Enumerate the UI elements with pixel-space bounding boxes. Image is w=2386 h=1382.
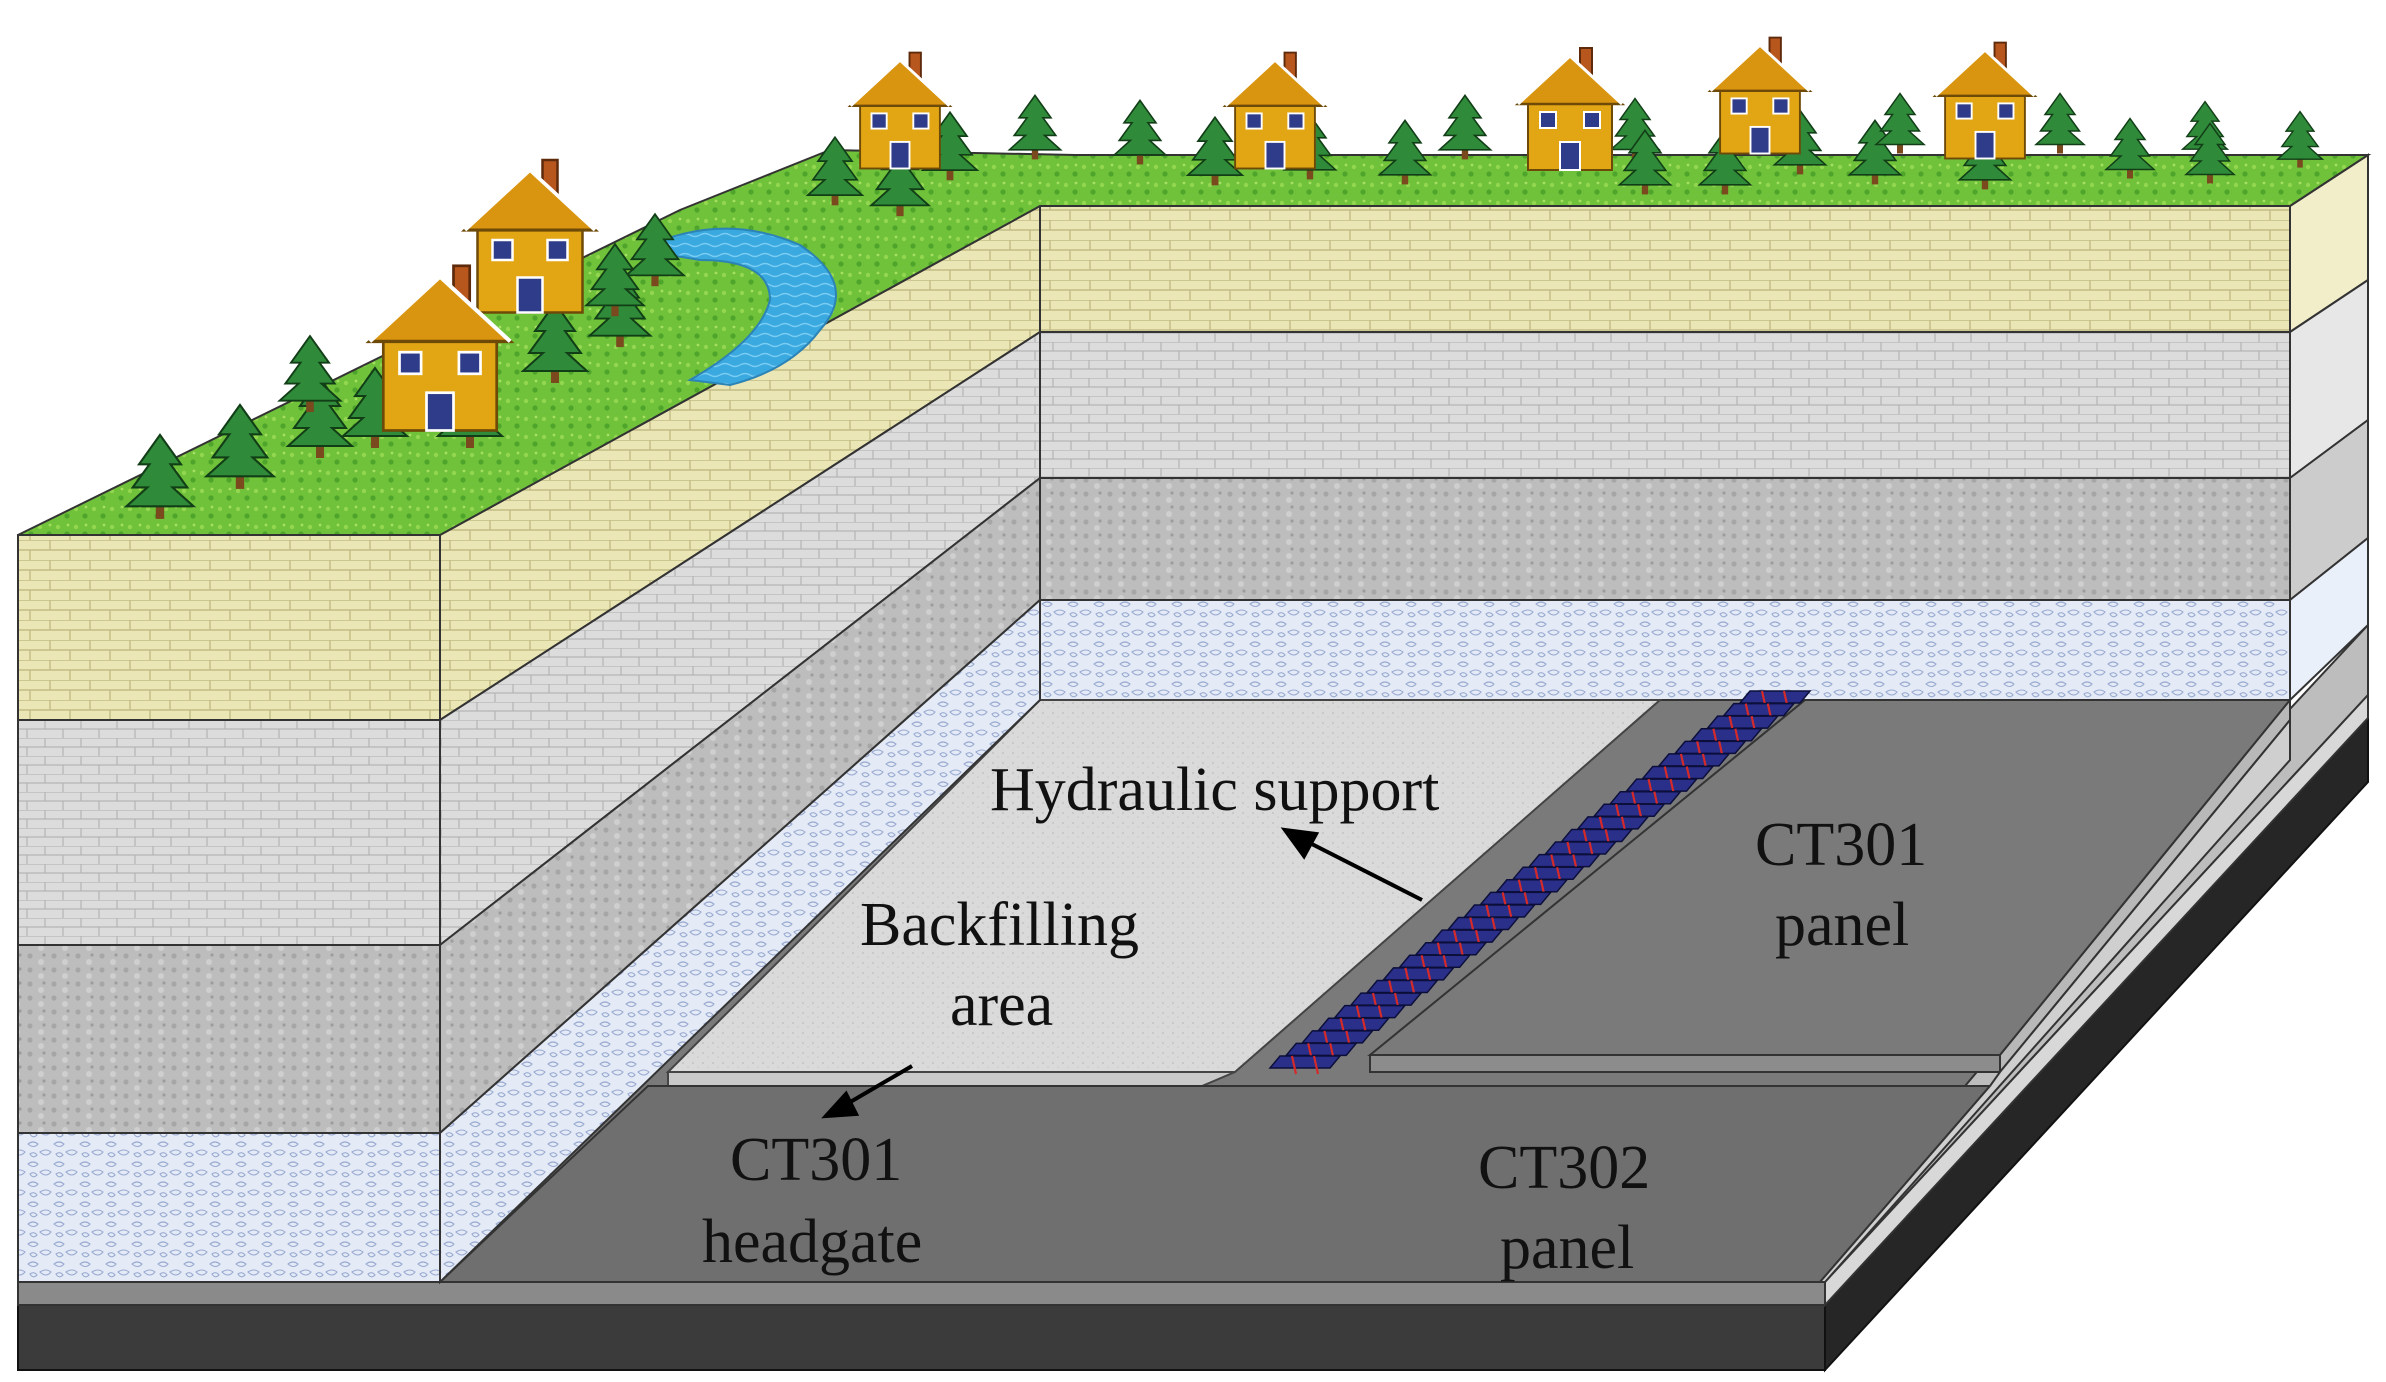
pine-tree-icon — [1008, 94, 1062, 161]
label-ct302-panel-1: CT302 — [1478, 1134, 1650, 1202]
ground-surface — [17, 148, 2372, 536]
pine-tree-icon — [1113, 99, 1167, 166]
pine-tree-icon — [278, 335, 342, 414]
house-icon — [849, 51, 951, 170]
pine-tree-icon — [2276, 110, 2324, 169]
back-strata-wall — [1039, 153, 2369, 703]
house-icon — [463, 158, 597, 315]
house-icon — [1516, 46, 1624, 172]
pine-tree-icon — [1186, 116, 1244, 187]
arrow-to-headgate — [838, 1064, 914, 1110]
label-ct301-panel-1: CT301 — [1755, 811, 1927, 879]
backfilling-area — [665, 699, 1663, 1087]
label-ct301-headgate-2: headgate — [702, 1208, 922, 1276]
pine-tree-icon — [2105, 117, 2155, 180]
ct301-panel — [1367, 697, 2293, 1075]
label-hydraulic-support: Hydraulic support — [990, 756, 1439, 824]
house-icon — [1224, 51, 1326, 170]
pine-tree-icon — [2035, 92, 2085, 155]
arrow-to-hydraulic-support — [1299, 836, 1423, 902]
pine-tree-icon — [1438, 94, 1492, 161]
label-backfilling-area-1: Backfilling — [860, 891, 1139, 959]
labels: Hydraulic support Backfilling area CT301… — [702, 756, 1927, 1282]
label-ct302-panel-2: panel — [1500, 1214, 1634, 1282]
label-backfilling-area-2: area — [950, 971, 1053, 1039]
label-ct301-headgate-1: CT301 — [730, 1126, 902, 1194]
house-icon — [1934, 41, 2036, 160]
label-ct301-panel-2: panel — [1775, 891, 1909, 959]
pine-tree-icon — [1875, 92, 1925, 155]
ct302-panel — [437, 717, 2291, 1283]
pine-tree-icon — [1378, 119, 1432, 186]
left-strata-block — [17, 204, 1041, 1285]
house-icon — [1709, 36, 1811, 155]
arrows — [821, 827, 1423, 1119]
